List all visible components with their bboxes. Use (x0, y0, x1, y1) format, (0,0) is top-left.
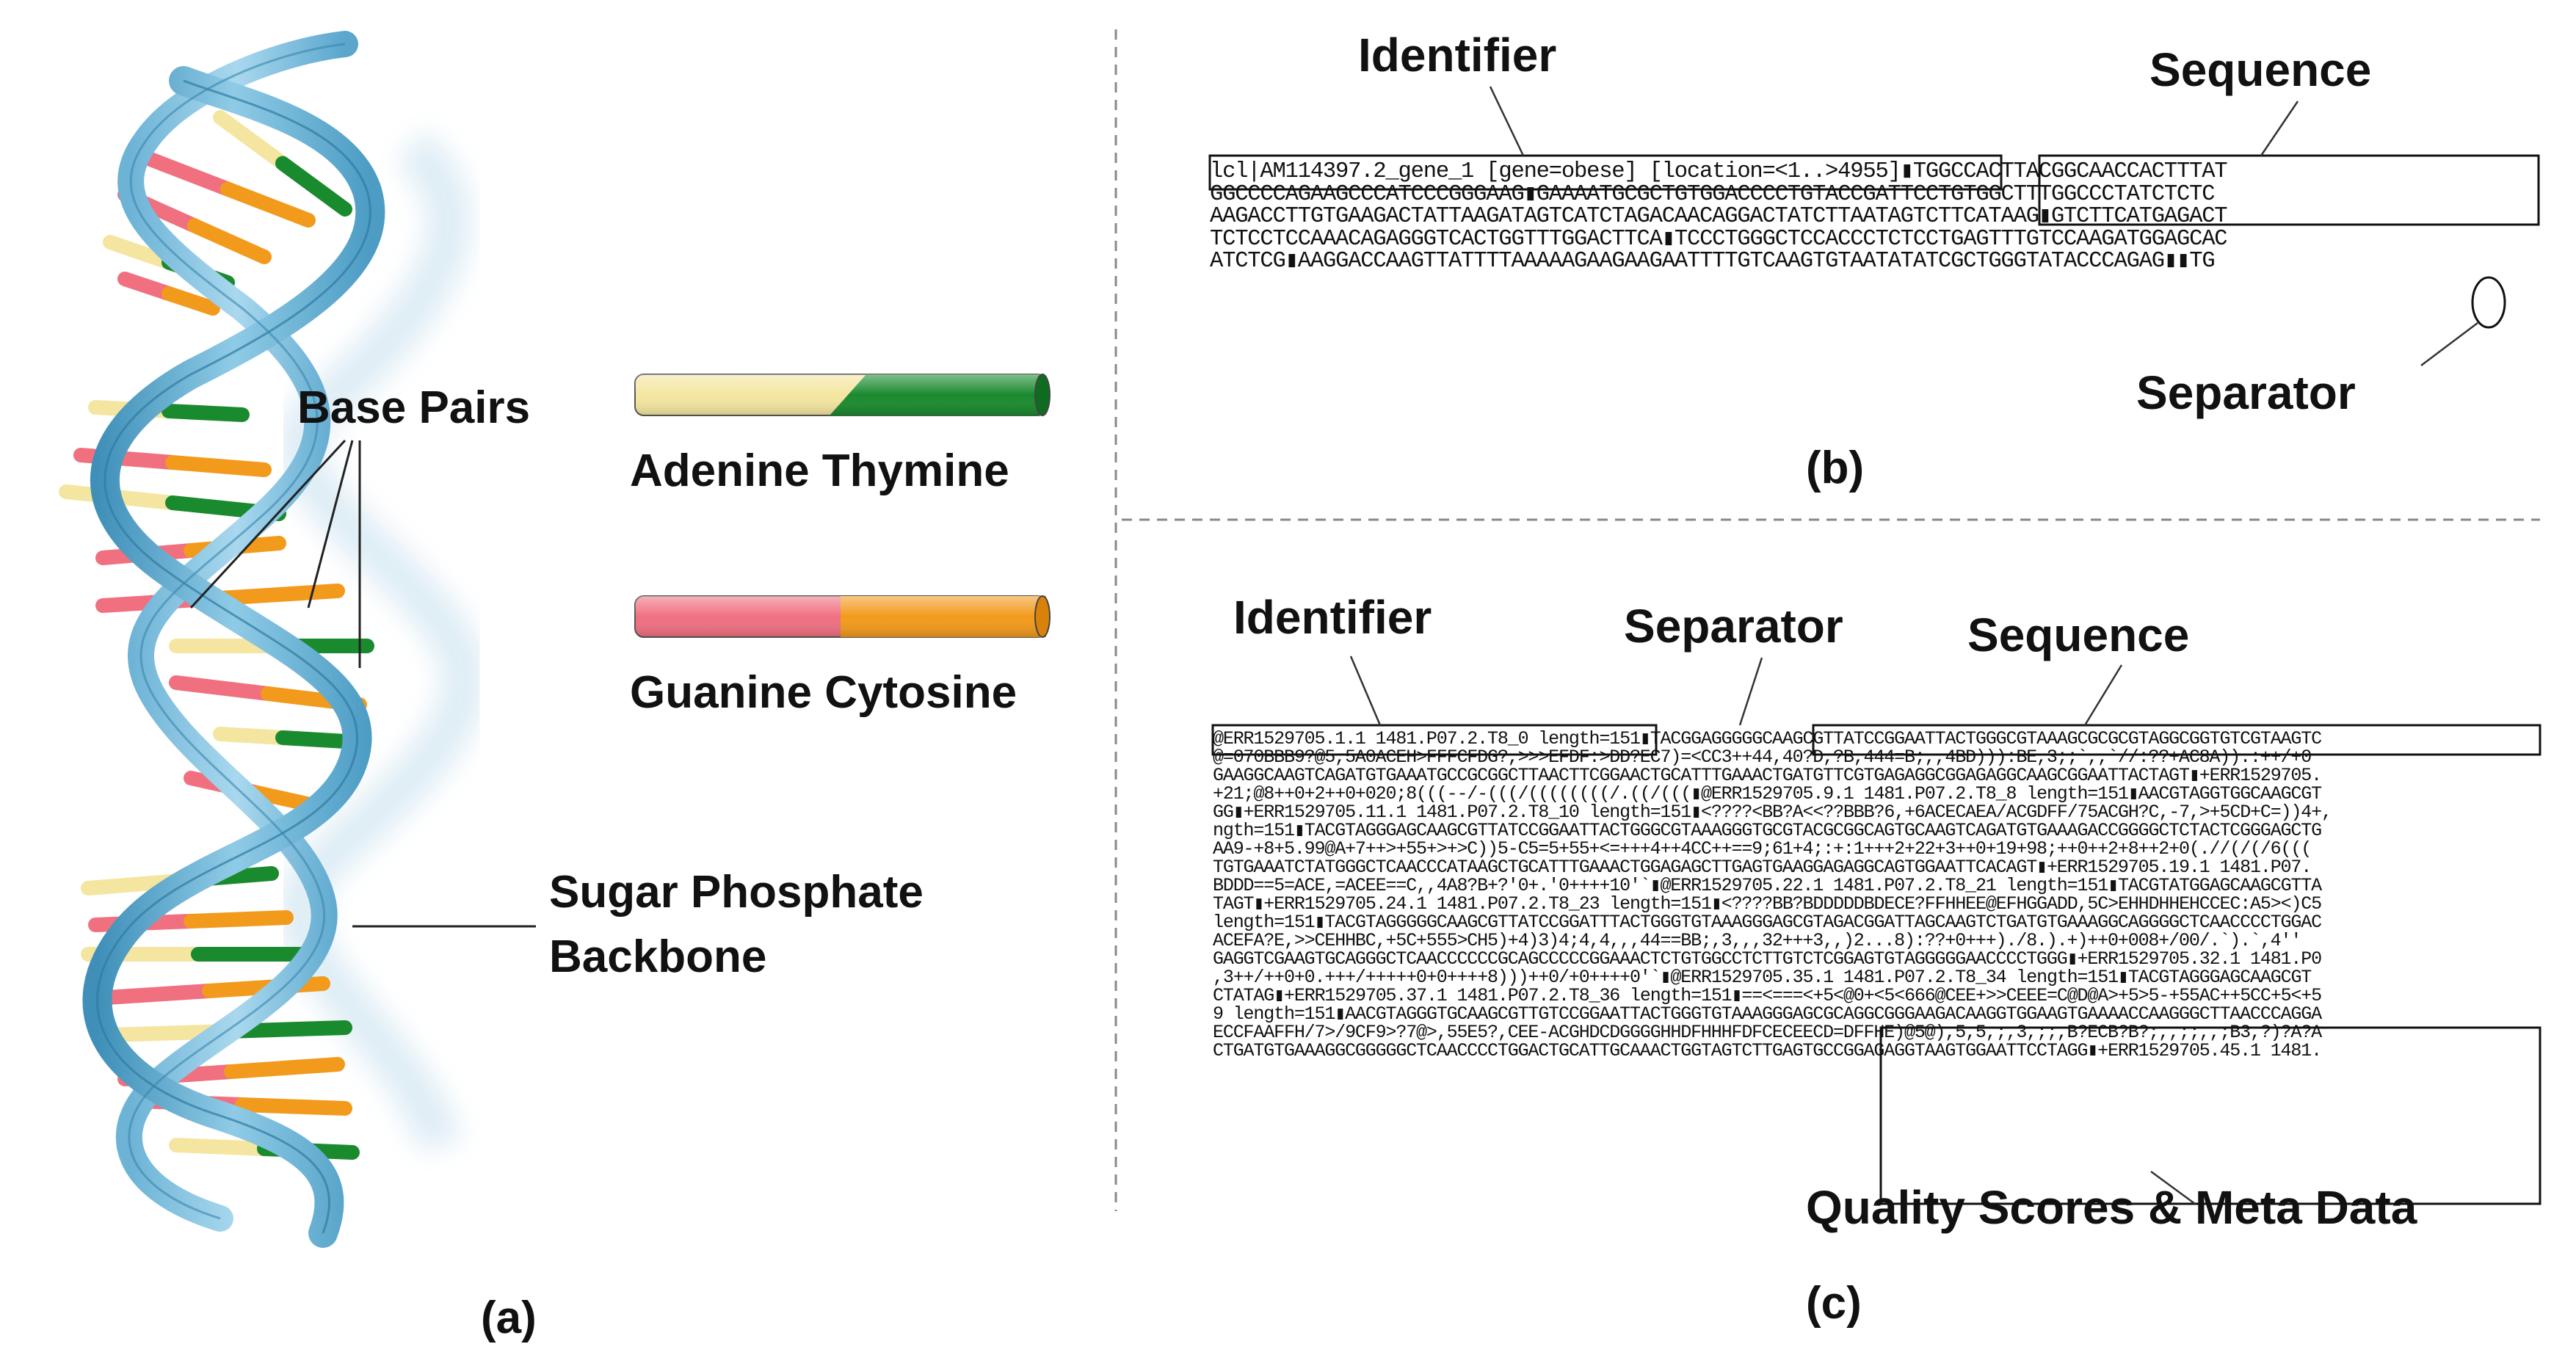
base-pair-segment (235, 1097, 352, 1116)
legend-bar-at (634, 374, 1051, 416)
dna-helix (59, 31, 486, 1248)
base-pair-segment (117, 272, 176, 301)
separator-pointer-c (1738, 657, 1763, 726)
base-pair-segment (165, 455, 272, 477)
fasta-line: ATCTCG▮AAGGACCAAGTTATTTTAAAAAGAAGAAGAATT… (1210, 249, 2216, 268)
fastq-line: GAGGTCGAAGTGCAGGGCTCAACCCCCCGCAGCCCCCGGA… (1213, 948, 2322, 970)
fastq-line: GG▮+ERR1529705.11.1 1481.P07.2.T8_10 len… (1213, 802, 2332, 823)
sequence-pointer-c (2083, 664, 2123, 726)
fastq-line: +21;@8++0+2++0+020;8(((--/-(((/((((((((/… (1213, 783, 2322, 804)
base-pairs-pointer-2 (307, 440, 354, 609)
base-pair-segment (213, 727, 290, 745)
sequence-label-c: Sequence (1967, 609, 2190, 661)
separator-pointer-b (2420, 322, 2478, 366)
base-pairs-label: Base Pairs (297, 382, 531, 433)
caption-b: (b) (1806, 443, 1865, 493)
base-pair-segment (275, 156, 352, 217)
sugar-phosphate-label-line1: Sugar Phosphate (549, 867, 924, 918)
legend-label-adenine-thymine: Adenine Thymine (630, 446, 1009, 496)
quality-box-c (1879, 1026, 2541, 1205)
backbone-edge-front (96, 79, 371, 1234)
fasta-line: lcl|AM114397.2_gene_1 [gene=obese] [loca… (1210, 159, 2228, 184)
base-pair-segment (187, 218, 272, 264)
base-pair-segment (162, 286, 220, 316)
base-pair-segment (184, 910, 294, 929)
sequence-pointer-b (2260, 101, 2299, 156)
caption-c: (c) (1806, 1278, 1862, 1329)
fastq-line: ECCFAAFFH/7>/9CF9>?7@>,55E5?,CEE-ACGHDCD… (1213, 1022, 2322, 1043)
base-pair-segment (103, 235, 176, 270)
legend-label-guanine-cytosine: Guanine Cytosine (630, 667, 1017, 718)
base-pair-segment (213, 110, 290, 171)
fasta-line: TCTCCTCCAAACAGAGGGTCACTGGTTTGGACTTCA▮TCC… (1210, 226, 2228, 252)
identifier-box-b (1208, 154, 2003, 191)
fastq-line: length=151▮TACGTAGGGGGCAAGCGTTATCCGGATTT… (1213, 912, 2322, 933)
quality-pointer-c (2150, 1170, 2196, 1205)
legend-bar-gc (634, 595, 1051, 638)
fasta-line: AAGACCTTGTGAAGACTATTAAGATAGTCATCTAGACAAC… (1210, 204, 2228, 229)
base-pair-segment (213, 584, 345, 606)
fastq-line: ngth=151▮TACGTAGGGAGCAAGCGTTATCCGGAATTAC… (1213, 820, 2322, 841)
identifier-pointer-c (1349, 655, 1382, 726)
base-pair-segment (162, 404, 250, 422)
quality-label-c: Quality Scores & Meta Data (1806, 1181, 2417, 1234)
identifier-label-c: Identifier (1233, 591, 1432, 644)
fastq-line: TAGT▮+ERR1529705.24.1 1481.P07.2.T8_23 l… (1213, 893, 2322, 915)
fastq-line: 9 length=151▮AACGTAGGGTGCAAGCGTTGTCCGGAA… (1213, 1003, 2322, 1025)
base-pair-segment (139, 150, 235, 197)
base-pairs-pointer-1 (189, 439, 347, 609)
fastq-line: CTGATGTGAAAGGCGGGGGCTCAACCCCTGGACTGCATTG… (1213, 1040, 2322, 1056)
backbone-edge-back (128, 43, 346, 1220)
fasta-sequence-block: lcl|AM114397.2_gene_1 [gene=obese] [loca… (1210, 156, 2539, 268)
sequence-box-c (1812, 724, 2541, 756)
sequence-label-b: Sequence (2149, 43, 2372, 96)
identifier-pointer-b (1489, 86, 1525, 156)
base-pairs-group (59, 110, 374, 1160)
fasta-line: GGCCCCAGAAGCCCATCCCGGGAAG▮GAAAATGCGCTGTG… (1210, 181, 2216, 207)
fastq-line: ,3++/++0+0.+++/+++++0+0++++8)))++0/+0+++… (1213, 967, 2312, 988)
fastq-line: BDDD==5=ACE,=ACEE==C,,4A8?B+?'0+.'0++++1… (1213, 875, 2322, 896)
separator-label-c: Separator (1624, 600, 1843, 653)
fastq-line: AA9-+8+5.99@A+7++>+55+>+>C))5-C5=5+55+<=… (1213, 838, 2312, 860)
base-pair-segment (220, 181, 316, 228)
base-pair-segment (275, 730, 352, 749)
caption-a: (a) (481, 1293, 537, 1343)
fastq-line: GAAGGCAAGTCAGATGTGAAATGCCGCGGCTTAACTTCGG… (1213, 765, 2322, 786)
base-pair-segment (169, 675, 275, 701)
identifier-label-b: Identifier (1358, 29, 1557, 81)
base-pair-segment (224, 1057, 345, 1079)
fastq-line: TGTGAAATCTATGGGCTCAACCCATAAGCTGCATTTGAAA… (1213, 857, 2312, 878)
fastq-line: @ERR1529705.1.1 1481.P07.2.T8_0 length=1… (1213, 728, 2322, 749)
sugar-phosphate-label-line2: Backbone (549, 931, 767, 982)
fastq-sequence-block: @ERR1529705.1.1 1481.P07.2.T8_0 length=1… (1213, 725, 2541, 1056)
identifier-box-c (1211, 724, 1658, 756)
separator-label-b: Separator (2136, 366, 2356, 419)
base-pair-segment (88, 984, 217, 1006)
separator-circle-b (2471, 276, 2506, 329)
fastq-line: @=070BBB9?@5,5A0ACEH>FFFCFDG?,>>>EFDF:>D… (1213, 746, 2312, 768)
fastq-line: CTATAG▮+ERR1529705.37.1 1481.P07.2.T8_36… (1213, 985, 2322, 1006)
fastq-line: ACEFA?E,>>CEHHBC,+5C+555>CH5)+4)3)4;4,4,… (1213, 930, 2301, 951)
sequence-box-b (2038, 154, 2540, 226)
base-pair-segment (169, 1138, 272, 1156)
